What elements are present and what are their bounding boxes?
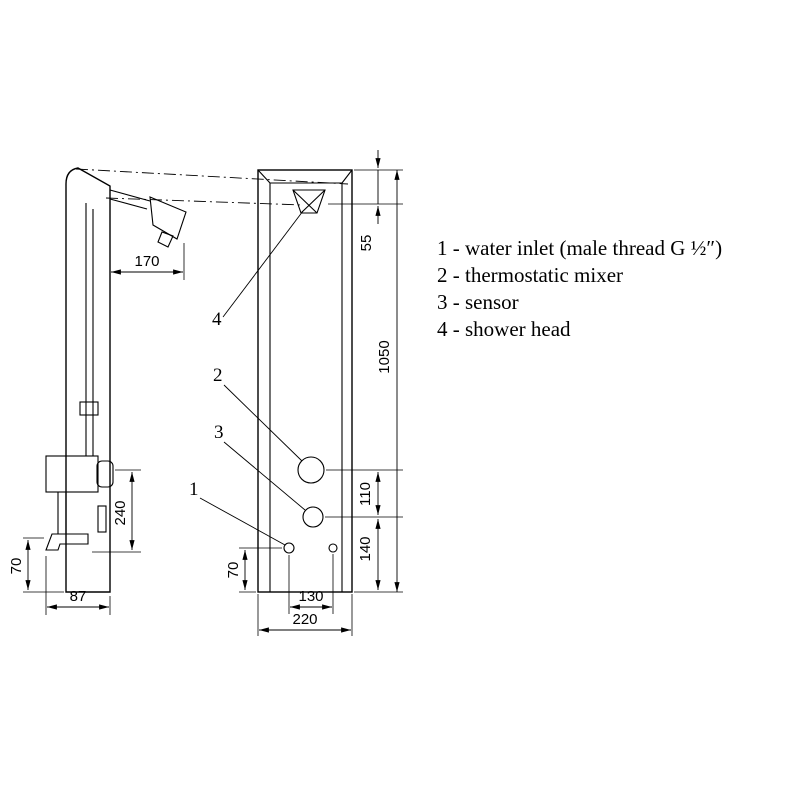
callout-shower-head: 4	[212, 309, 222, 330]
shower-arm-bottom-line	[109, 198, 148, 210]
top-bevel-left	[257, 169, 271, 184]
dim-mixer-sensor-110: 110	[325, 469, 403, 518]
dim-55: 55	[358, 235, 375, 252]
leader-water-inlet	[199, 497, 286, 546]
dim-spout-height-70: 70	[8, 537, 64, 593]
legend-item-water-inlet: 1 - water inlet (male thread G ½″)	[437, 236, 722, 260]
legend: 1 - water inlet (male thread G ½″) 2 - t…	[437, 236, 722, 341]
dim-70-side: 70	[8, 558, 25, 575]
callout-water-inlet: 1	[189, 479, 199, 500]
dim-220: 220	[292, 611, 317, 628]
dim-240: 240	[112, 500, 129, 525]
callout-sensor: 3	[214, 422, 224, 443]
dim-1050: 1050	[376, 340, 393, 373]
dim-170: 170	[134, 253, 159, 270]
sensor-circle	[302, 506, 324, 528]
sensor-window-side	[97, 505, 107, 533]
callouts: 4 2 3 1	[189, 210, 306, 546]
projection-lines	[75, 168, 349, 206]
projection-line-top	[75, 168, 349, 185]
dim-height-1050: 1050	[376, 170, 400, 592]
dim-inlet-height-70: 70	[225, 547, 282, 593]
leader-shower-head	[222, 210, 304, 318]
mixer-body-side	[45, 455, 99, 493]
water-inlet-circle	[283, 542, 295, 554]
shower-arm-top-line	[109, 189, 151, 202]
dim-70-front: 70	[225, 562, 242, 579]
panel-side-outline	[65, 167, 111, 593]
legend-item-sensor: 3 - sensor	[437, 290, 519, 314]
dim-arm-reach-170: 170	[111, 243, 185, 280]
pipe-fitting	[79, 401, 99, 416]
basin-spout-side	[45, 533, 89, 551]
shower-head-nozzle	[157, 231, 174, 248]
dim-inlet-spacing-130: 130	[288, 554, 334, 614]
dim-width-220: 220	[257, 594, 353, 636]
panel-front-outline	[257, 169, 353, 593]
dim-130: 130	[298, 588, 323, 605]
side-view	[45, 167, 187, 593]
projection-line-head-axis	[105, 197, 304, 206]
front-view	[257, 169, 353, 593]
shower-head-side	[149, 196, 187, 240]
secondary-inlet-circle	[328, 543, 338, 553]
shower-head-front-cross-1	[292, 189, 318, 214]
dim-depth-87: 87	[45, 556, 111, 615]
legend-item-shower-head: 4 - shower head	[437, 317, 571, 341]
shower-head-front-cross-2	[300, 189, 326, 214]
dim-87: 87	[70, 588, 87, 605]
dim-spout-drop-240: 240	[92, 469, 141, 553]
leader-mixer	[223, 384, 303, 462]
dim-140: 140	[357, 536, 374, 561]
top-bevel-right	[341, 169, 353, 184]
dim-110: 110	[357, 482, 374, 506]
legend-item-mixer: 2 - thermostatic mixer	[437, 263, 623, 287]
mixer-knob-side	[96, 460, 114, 488]
thermostatic-mixer-circle	[297, 456, 325, 484]
dim-head-offset-55: 55	[328, 150, 403, 251]
callout-mixer: 2	[213, 365, 223, 386]
leader-sensor	[223, 441, 306, 511]
dim-sensor-base-140: 140	[354, 519, 403, 593]
shower-head-front	[292, 189, 326, 214]
